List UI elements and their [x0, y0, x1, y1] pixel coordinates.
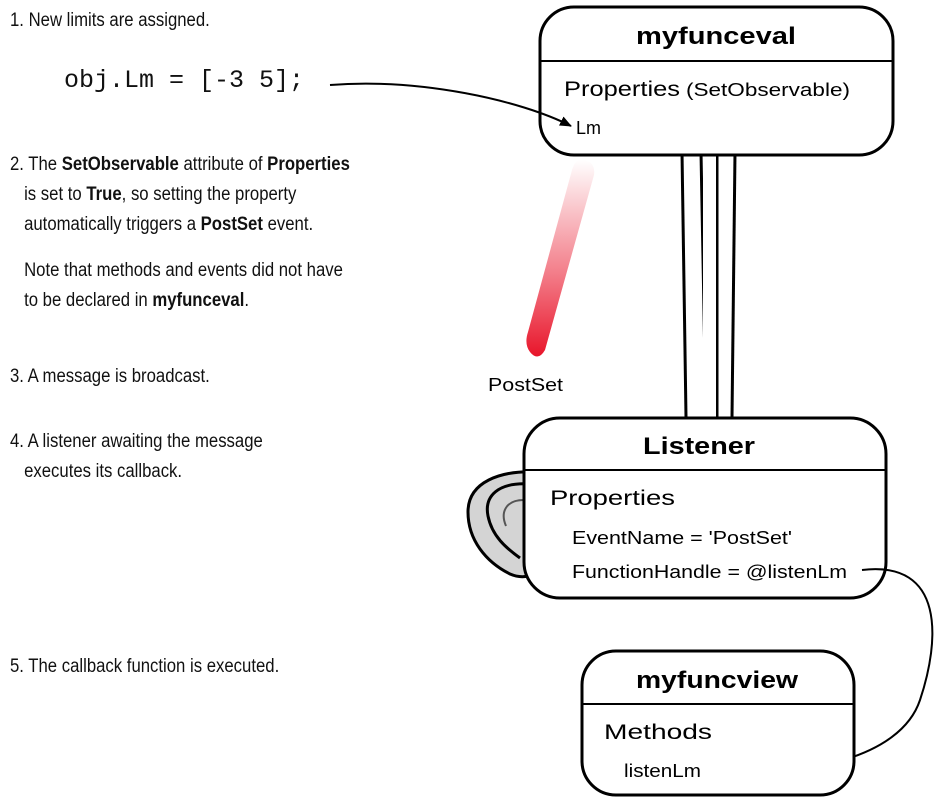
step-2-text: 2. The SetObservable attribute of Proper… [10, 150, 350, 240]
note-text: Note that methods and events did not hav… [10, 256, 343, 316]
postset-pulse [526, 160, 595, 357]
listener-section: Properties [550, 487, 675, 510]
step-5-text: 5. The callback function is executed. [10, 656, 280, 677]
listener-title: Listener [643, 433, 755, 460]
step-3-text: 3. A message is broadcast. [10, 366, 210, 387]
myfuncview-title: myfuncview [636, 667, 798, 694]
assign-arrow [329, 82, 572, 127]
myfuncview-item-listenlm: listenLm [624, 761, 701, 781]
note-line-2: to be declared in myfunceval. [24, 290, 250, 311]
step-2-line-3: automatically triggers a PostSet event. [24, 214, 314, 235]
step-4-line-2: executes its callback. [24, 461, 183, 482]
step-4-text: 4. A listener awaiting the message execu… [10, 427, 263, 487]
myfunceval-title: myfunceval [636, 23, 796, 50]
myfuncview-section: Methods [604, 721, 712, 744]
listener-box: Listener Properties EventName = 'PostSet… [522, 416, 888, 600]
step-1-text: 1. New limits are assigned. [10, 10, 210, 31]
code-statement: obj.Lm = [-3 5]; [64, 66, 305, 95]
step-4-line-1: 4. A listener awaiting the message [10, 431, 263, 452]
myfunceval-section: Properties [564, 78, 680, 101]
postset-label: PostSet [488, 375, 563, 395]
myfuncview-box: myfuncview Methods listenLm [580, 649, 856, 797]
listener-item-functionhandle: FunctionHandle = @listenLm [572, 562, 847, 582]
listener-item-eventname: EventName = 'PostSet' [572, 528, 792, 548]
connector-fill [703, 150, 716, 420]
myfunceval-item-lm: Lm [576, 118, 601, 138]
step-2-line-2: is set to True, so setting the property [24, 184, 297, 205]
connector-left-edge [680, 151, 688, 418]
connector-right-edge [730, 151, 737, 419]
myfunceval-box: myfunceval Properties (SetObservable) Lm [538, 5, 895, 157]
step-2-line-1: 2. The SetObservable attribute of Proper… [10, 154, 350, 175]
myfunceval-section-note: (SetObservable) [686, 80, 850, 100]
note-line-1: Note that methods and events did not hav… [24, 260, 343, 281]
